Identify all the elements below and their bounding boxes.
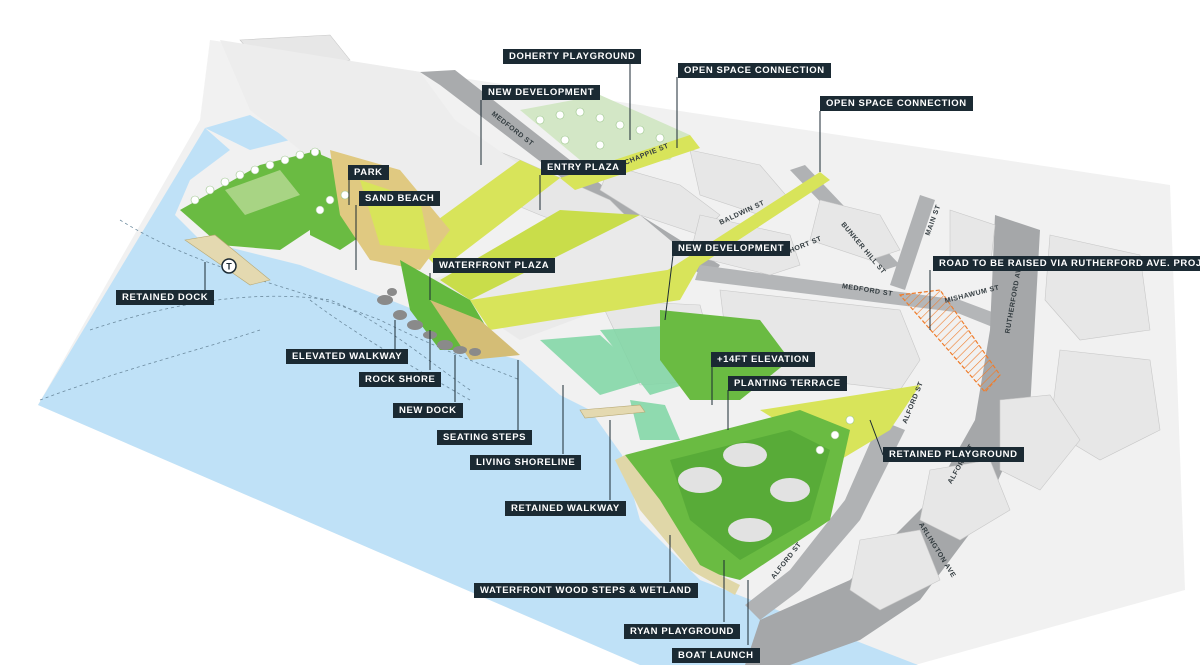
svg-text:T: T bbox=[226, 262, 232, 272]
label-sand-beach: SAND BEACH bbox=[359, 191, 441, 206]
label-waterfront-plaza: WATERFRONT PLAZA bbox=[433, 258, 556, 273]
inlet-water bbox=[205, 115, 290, 150]
label-retained-dock: RETAINED DOCK bbox=[116, 290, 215, 305]
harbor-water bbox=[38, 128, 918, 665]
label-seating-steps: SEATING STEPS bbox=[437, 430, 533, 445]
park-area bbox=[180, 150, 520, 360]
label-rock-shore: ROCK SHORE bbox=[359, 372, 442, 387]
label-retained-playground: RETAINED PLAYGROUND bbox=[883, 447, 1024, 462]
label-elevated-walkway: ELEVATED WALKWAY bbox=[286, 349, 409, 364]
ryan-playground-area bbox=[615, 310, 920, 595]
open-space-corridors bbox=[410, 135, 830, 330]
medford-st-east bbox=[695, 265, 1000, 328]
label-open-space-connection-1: OPEN SPACE CONNECTION bbox=[678, 63, 831, 78]
water-contours bbox=[39, 219, 521, 401]
main-st bbox=[890, 195, 935, 290]
label-waterfront-wood-steps-wetland: WATERFRONT WOOD STEPS & WETLAND bbox=[474, 583, 698, 598]
label-planting-terrace: PLANTING TERRACE bbox=[728, 376, 847, 391]
label-boat-launch: BOAT LAUNCH bbox=[672, 648, 760, 663]
label-road-to-be-raised: ROAD TO BE RAISED VIA RUTHERFORD AVE. PR… bbox=[933, 256, 1200, 271]
label-ryan-playground: RYAN PLAYGROUND bbox=[624, 624, 741, 639]
label-retained-walkway: RETAINED WALKWAY bbox=[505, 501, 626, 516]
label-new-dock: NEW DOCK bbox=[393, 403, 463, 418]
road-raise-zone bbox=[898, 289, 1001, 393]
label-doherty-playground: DOHERTY PLAYGROUND bbox=[503, 49, 642, 64]
label-entry-plaza: ENTRY PLAZA bbox=[541, 160, 626, 175]
label-living-shoreline: LIVING SHORELINE bbox=[470, 455, 582, 470]
label-new-development-2: NEW DEVELOPMENT bbox=[672, 241, 791, 256]
alford-st bbox=[745, 420, 905, 620]
rock-shore bbox=[377, 288, 481, 356]
new-development-north bbox=[220, 40, 520, 240]
label-new-development-1: NEW DEVELOPMENT bbox=[482, 85, 601, 100]
label-park: PARK bbox=[348, 165, 389, 180]
label-14ft-elevation: +14FT ELEVATION bbox=[711, 352, 816, 367]
label-open-space-connection-2: OPEN SPACE CONNECTION bbox=[820, 96, 973, 111]
tree-dots bbox=[190, 107, 855, 455]
leader-lines bbox=[204, 63, 931, 645]
transit-t-icon: T bbox=[221, 258, 237, 274]
doherty-playground-area bbox=[520, 95, 690, 160]
